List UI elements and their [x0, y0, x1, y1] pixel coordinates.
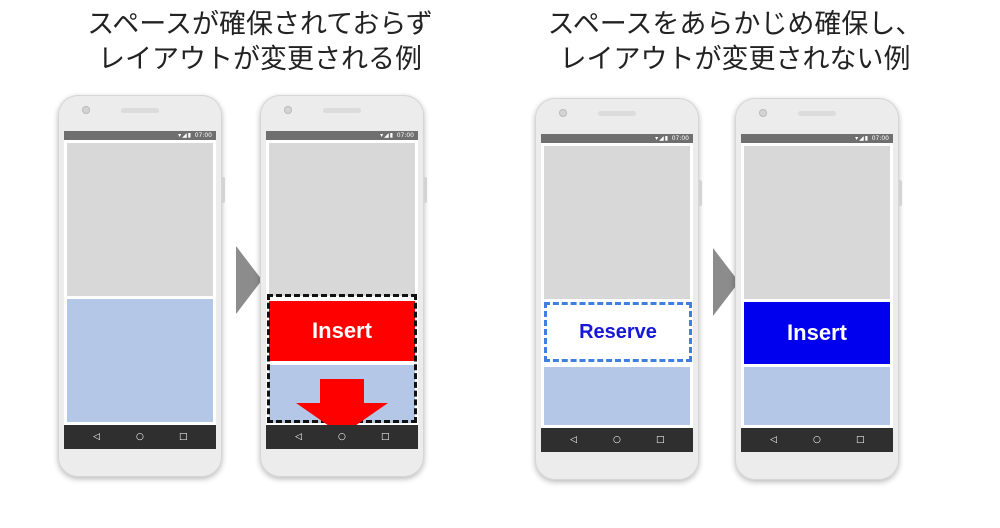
content-block-gray	[269, 143, 415, 296]
navigation-bar: ◁ ○ □	[64, 425, 216, 449]
phone-after-insert-no-shift: ▾◢▮ 07:00 Insert ◁ ○ □	[735, 98, 902, 480]
status-bar: ▾◢▮ 07:00	[541, 134, 693, 143]
phone-before-insert: ▾◢▮ 07:00 ◁ ○ □	[58, 95, 225, 477]
content-block-blue	[544, 367, 690, 425]
speaker-grille	[598, 111, 636, 116]
camera-icon	[82, 106, 90, 114]
status-icons: ▾◢▮	[655, 135, 669, 142]
recent-apps-icon: □	[179, 432, 188, 442]
back-icon: ◁	[570, 435, 577, 445]
content-block-gray	[744, 146, 890, 299]
recent-apps-icon: □	[856, 435, 865, 445]
side-button	[424, 177, 427, 203]
side-button	[699, 180, 702, 206]
phone-screen: ▾◢▮ 07:00 ◁ ○ □	[64, 131, 216, 449]
content-block-blue	[744, 367, 890, 425]
home-icon: ○	[136, 432, 144, 442]
inserted-content-blue: Insert	[744, 302, 890, 364]
phone-screen: ▾◢▮ 07:00 Insert ◁ ○ □	[741, 134, 893, 452]
status-bar: ▾◢▮ 07:00	[741, 134, 893, 143]
speaker-grille	[121, 108, 159, 113]
camera-icon	[759, 109, 767, 117]
status-icons: ▾◢▮	[855, 135, 869, 142]
inserted-content-red: Insert	[269, 301, 415, 361]
back-icon: ◁	[93, 432, 100, 442]
status-bar: ▾◢▮ 07:00	[64, 131, 216, 140]
content-block-blue	[67, 299, 213, 422]
home-icon: ○	[813, 435, 821, 445]
phone-after-insert-shift: ▾◢▮ 07:00 Insert ◁ ○ □	[260, 95, 427, 477]
back-icon: ◁	[295, 432, 302, 442]
status-time: 07:00	[396, 132, 414, 139]
status-bar: ▾◢▮ 07:00	[266, 131, 418, 140]
caption-right-line1: スペースをあらかじめ確保し、	[547, 9, 923, 40]
home-icon: ○	[613, 435, 621, 445]
camera-icon	[284, 106, 292, 114]
home-icon: ○	[338, 432, 346, 442]
status-time: 07:00	[671, 135, 689, 142]
status-icons: ▾◢▮	[380, 132, 394, 139]
navigation-bar: ◁ ○ □	[266, 425, 418, 449]
shift-down-arrow-icon	[296, 379, 388, 435]
status-icons: ▾◢▮	[178, 132, 192, 139]
content-block-gray	[544, 146, 690, 299]
camera-icon	[559, 109, 567, 117]
caption-left-line2: レイアウトが変更される例	[98, 44, 422, 75]
status-time: 07:00	[871, 135, 889, 142]
caption-left: スペースが確保されておらず レイアウトが変更される例	[50, 7, 470, 77]
caption-left-line1: スペースが確保されておらず	[87, 9, 433, 40]
transition-chevron-icon	[236, 246, 262, 314]
speaker-grille	[323, 108, 361, 113]
caption-right-line2: レイアウトが変更されない例	[559, 44, 911, 75]
reserved-space-placeholder: Reserve	[544, 302, 692, 362]
transition-chevron-icon	[713, 248, 739, 316]
phone-screen: ▾◢▮ 07:00 Insert ◁ ○ □	[266, 131, 418, 449]
side-button	[899, 180, 902, 206]
speaker-grille	[798, 111, 836, 116]
recent-apps-icon: □	[381, 432, 390, 442]
caption-right: スペースをあらかじめ確保し、 レイアウトが変更されない例	[520, 7, 950, 77]
navigation-bar: ◁ ○ □	[741, 428, 893, 452]
content-block-gray	[67, 143, 213, 296]
phone-reserved-space: ▾◢▮ 07:00 Reserve ◁ ○ □	[535, 98, 702, 480]
phone-screen: ▾◢▮ 07:00 Reserve ◁ ○ □	[541, 134, 693, 452]
status-time: 07:00	[194, 132, 212, 139]
side-button	[222, 177, 225, 203]
recent-apps-icon: □	[656, 435, 665, 445]
navigation-bar: ◁ ○ □	[541, 428, 693, 452]
back-icon: ◁	[770, 435, 777, 445]
